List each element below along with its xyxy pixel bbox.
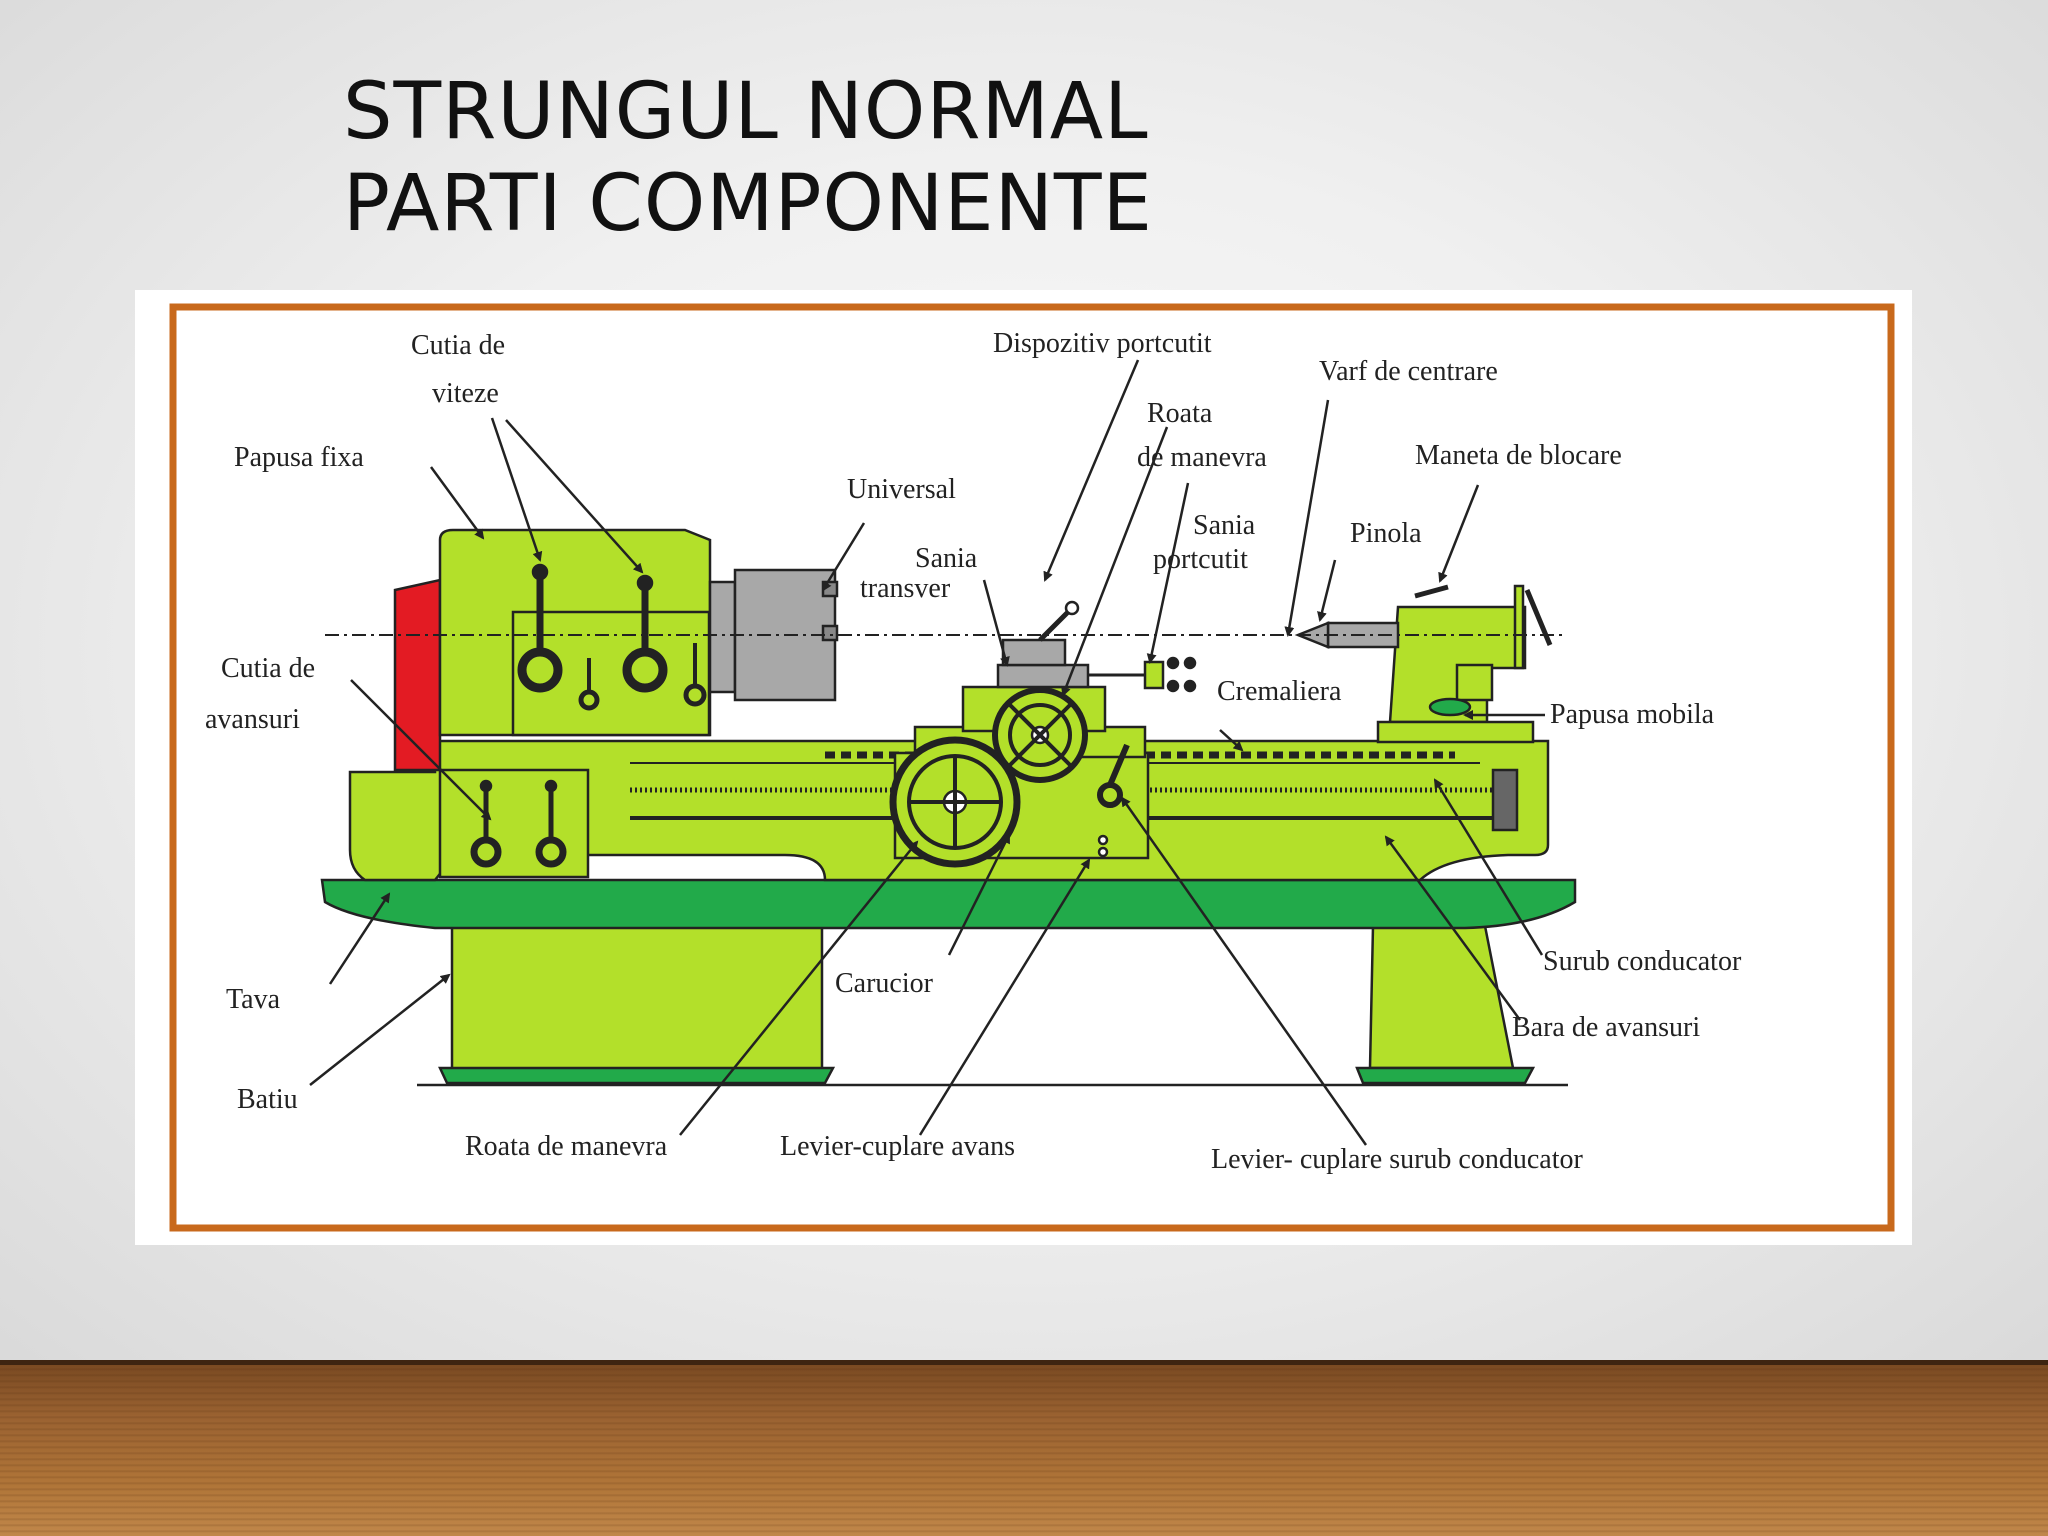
label-papusa-fixa: Papusa fixa	[234, 442, 364, 473]
lathe-diagram: Cutia de viteze Papusa fixa Universal Di…	[169, 303, 1895, 1232]
left-leg	[450, 923, 824, 1085]
label-levier-cuplare-avans: Levier-cuplare avans	[780, 1131, 1015, 1162]
label-cutia-de-avansuri-2: avansuri	[205, 704, 300, 735]
label-cutia-de-viteze-1: Cutia de	[411, 330, 505, 361]
right-leg	[1368, 924, 1515, 1070]
leader-lines	[309, 359, 1545, 1146]
wood-floor	[0, 1365, 2048, 1536]
label-surub-conducator: Surub conducator	[1543, 946, 1742, 977]
diagram-frame	[169, 303, 1895, 1232]
label-roata-1: Roata	[1147, 398, 1213, 429]
title-line-2: PARTI COMPONENTE	[343, 159, 1153, 249]
label-cremaliera: Cremaliera	[1217, 676, 1342, 707]
labels: Cutia de viteze Papusa fixa Universal Di…	[205, 328, 1742, 1175]
red-guard	[393, 578, 442, 772]
lathe-diagram-panel: Cutia de viteze Papusa fixa Universal Di…	[135, 290, 1912, 1245]
label-roata-2: de manevra	[1137, 442, 1267, 473]
label-sania-transv-1: Sania	[915, 543, 978, 574]
label-cutia-de-viteze-2: viteze	[432, 378, 499, 409]
label-sania-portcutit-2: portcutit	[1153, 544, 1248, 575]
label-maneta-de-blocare: Maneta de blocare	[1415, 440, 1622, 471]
label-cutia-de-avansuri-1: Cutia de	[221, 653, 315, 684]
title-line-1: STRUNGUL NORMAL	[343, 67, 1149, 157]
label-tava: Tava	[226, 984, 281, 1015]
label-bara-de-avansuri: Bara de avansuri	[1512, 1012, 1700, 1043]
label-sania-portcutit-1: Sania	[1193, 510, 1256, 541]
lathe-machine	[320, 528, 1577, 1087]
chuck-body	[708, 580, 737, 694]
slide-title: STRUNGUL NORMAL PARTI COMPONENTE	[343, 66, 1153, 250]
label-batiu: Batiu	[237, 1084, 298, 1115]
feed-box	[438, 768, 590, 879]
label-varf-de-centrare: Varf de centrare	[1319, 356, 1498, 387]
tray	[320, 878, 1577, 930]
label-papusa-mobila: Papusa mobila	[1550, 699, 1715, 730]
label-pinola: Pinola	[1350, 518, 1422, 549]
label-universal: Universal	[847, 474, 956, 505]
floor-edge	[0, 1360, 2048, 1368]
label-roata-de-manevra: Roata de manevra	[465, 1131, 668, 1162]
label-levier-cuplare-surub: Levier- cuplare surub conducator	[1211, 1144, 1583, 1175]
label-carucior: Carucior	[835, 968, 934, 999]
label-sania-transv-2: transver	[860, 573, 951, 604]
label-dispozitiv-portcutit: Dispozitiv portcutit	[993, 328, 1212, 359]
